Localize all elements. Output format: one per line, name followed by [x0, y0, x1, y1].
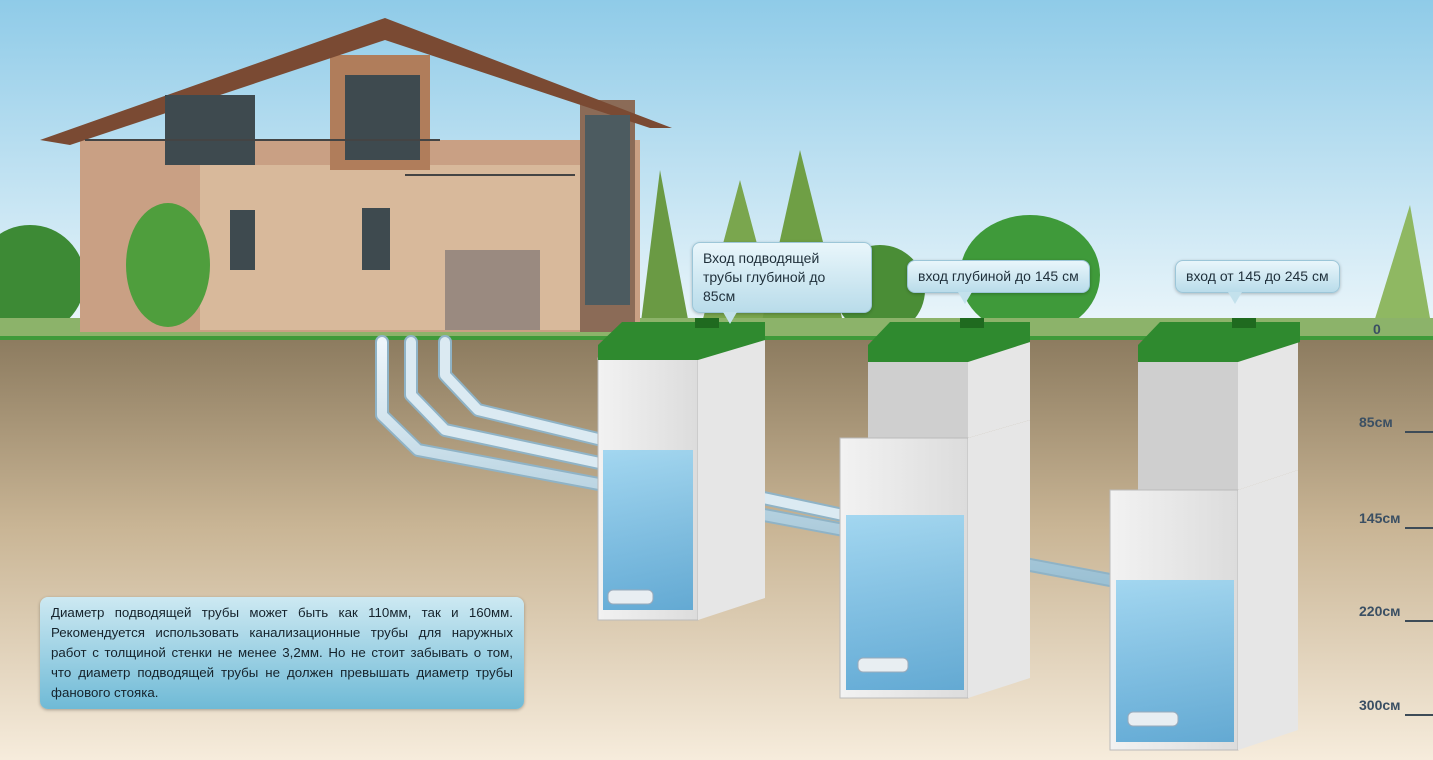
depth-label: 85см	[1359, 414, 1393, 430]
house	[40, 18, 672, 332]
depth-label: 145см	[1359, 510, 1401, 526]
depth-mark-220: 220см	[1359, 603, 1433, 622]
depth-mark-145: 145см	[1359, 510, 1433, 529]
callout-inlet-85: Вход подводящей трубы глубиной до 85см	[692, 242, 872, 324]
callout-inlet-145-245: вход от 145 до 245 см	[1175, 260, 1340, 304]
depth-label: 300см	[1359, 697, 1401, 713]
depth-label: 220см	[1359, 603, 1401, 619]
pipe-diameter-info-box: Диаметр подводящей трубы может быть как …	[40, 597, 524, 709]
depth-mark-85: 85см	[1359, 414, 1433, 433]
septic-tank-1	[597, 318, 765, 621]
depth-label: 0	[1373, 321, 1381, 337]
depth-mark-300: 300см	[1359, 697, 1433, 716]
septic-tank-2	[839, 318, 1030, 699]
septic-tank-3	[1109, 318, 1300, 751]
depth-mark-0: 0	[1373, 321, 1433, 337]
callout-inlet-145: вход глубиной до 145 см	[907, 260, 1090, 304]
